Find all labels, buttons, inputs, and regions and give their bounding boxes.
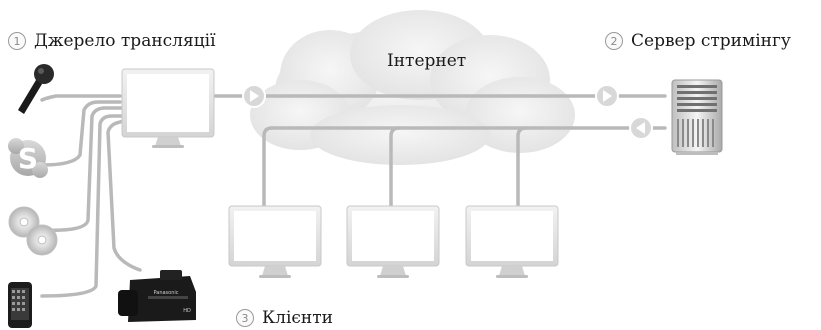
clients-label-text: Клієнти [262,308,333,328]
server-label: 2 Сервер стримінгу [605,31,791,51]
camcorder-model: HD [183,308,191,314]
source-label: 1 Джерело трансляції [8,31,216,51]
internet-label: Інтернет [387,51,467,71]
arrow-out-icon [242,84,266,108]
camcorder-brand: Panasonic [153,290,178,296]
skype-icon: S [8,138,48,178]
client-monitor [346,205,440,278]
step-2-badge: 2 [605,32,623,50]
clients-label: 3 Клієнти [236,308,333,328]
microphone-icon [18,64,54,114]
svg-text:S: S [18,142,38,175]
arrow-in-server-icon [595,84,619,108]
step-3-badge: 3 [236,309,254,327]
phone-icon [8,282,32,328]
server-label-text: Сервер стримінгу [631,31,791,51]
internet-cloud [250,10,575,165]
source-monitor [121,68,215,148]
client-monitor [228,205,322,278]
step-1-badge: 1 [8,32,26,50]
server-icon [671,79,723,155]
camcorder-icon: Panasonic HD [118,270,196,322]
disc-icon [8,206,58,256]
connection-lines [40,94,667,298]
client-monitor [465,205,559,278]
arrow-back-icon [629,116,653,140]
source-label-text: Джерело трансляції [34,31,216,51]
